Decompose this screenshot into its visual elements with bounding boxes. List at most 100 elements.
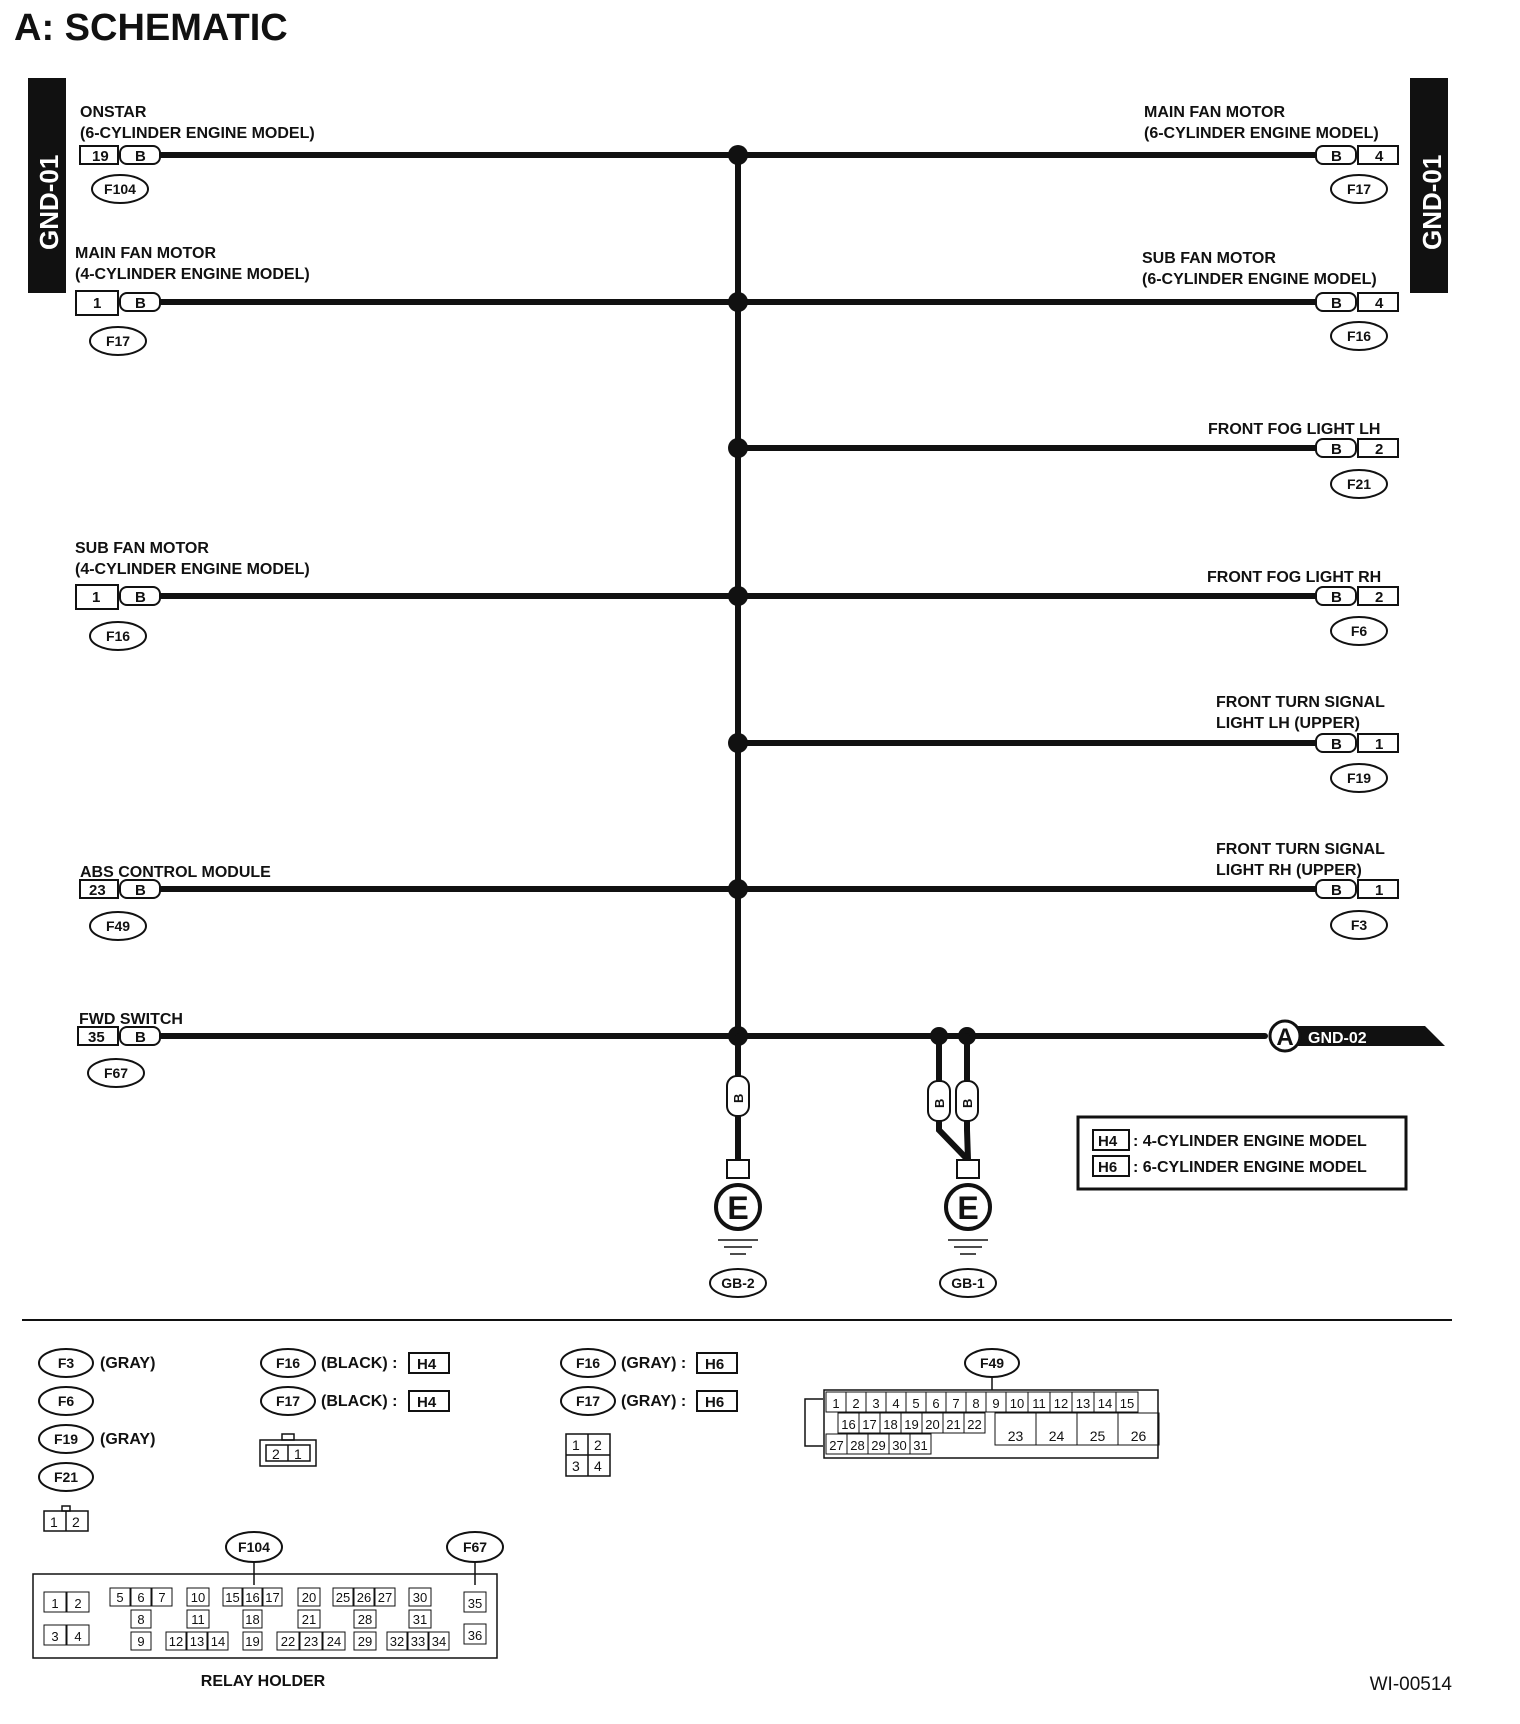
connector-name: SUB FAN MOTOR (75, 540, 209, 557)
left-side-tab-label: GND-01 (34, 155, 64, 250)
connector-id: F16 (106, 628, 130, 644)
connector-name: MAIN FAN MOTOR (75, 245, 216, 262)
pin-number: 25 (336, 1590, 350, 1605)
pin-number: 32 (390, 1634, 404, 1649)
connector-id: F104 (104, 181, 136, 197)
pin-cell (276, 1631, 300, 1651)
legend-text: : 4-CYLINDER ENGINE MODEL (1133, 1133, 1367, 1150)
wire-color: B (135, 295, 146, 312)
key-connector-id: F16 (576, 1355, 600, 1371)
connector-key-group-1: F3 (GRAY) F6 F19 (GRAY) F21 1 2 (38, 1348, 155, 1532)
connector-name: FWD SWITCH (79, 1011, 183, 1028)
key-pin: 1 (50, 1514, 58, 1530)
pin-number: 26 (1131, 1428, 1147, 1444)
connector-id: F19 (1347, 770, 1371, 786)
pin-cell (186, 1631, 208, 1651)
key-pin: 2 (594, 1437, 602, 1453)
pin-cell (963, 1412, 986, 1434)
pin-number: 28 (358, 1612, 372, 1627)
pin-cell (463, 1623, 487, 1645)
pin-number: 10 (191, 1590, 205, 1605)
pin-cell (130, 1631, 152, 1651)
pin-cell (408, 1587, 432, 1607)
connector-pin: 1 (1375, 882, 1383, 899)
pin-number: 30 (892, 1438, 906, 1453)
ground-wire-color: B (731, 1094, 746, 1103)
ground-wire-color: B (932, 1099, 947, 1108)
pin-cell (109, 1587, 131, 1607)
pin-number: 30 (413, 1590, 427, 1605)
wire-color: B (1331, 736, 1342, 753)
key-pin: 2 (272, 1446, 280, 1462)
wire-color: B (135, 148, 146, 165)
pin-number: 5 (116, 1590, 123, 1605)
pin-number: 10 (1010, 1396, 1024, 1411)
connector-id: F6 (1351, 623, 1368, 639)
pin-number: 26 (357, 1590, 371, 1605)
pin-cell (909, 1433, 932, 1455)
connector-main-fan-motor-6cyl-f17: MAIN FAN MOTOR (6-CYLINDER ENGINE MODEL)… (1144, 104, 1399, 204)
pin-cell (353, 1587, 375, 1607)
wire-color: B (1331, 882, 1342, 899)
pin-number: 22 (967, 1417, 981, 1432)
wire-color: B (1331, 148, 1342, 165)
pin-cell (43, 1591, 67, 1613)
pin-number: 13 (190, 1634, 204, 1649)
pin-number: 9 (992, 1396, 999, 1411)
connector-name-detail: (4-CYLINDER ENGINE MODEL) (75, 266, 310, 283)
connector-pin: 23 (89, 882, 106, 899)
pin-cell (374, 1587, 396, 1607)
pin-cell (66, 1624, 90, 1646)
pin-number: 1 (832, 1396, 839, 1411)
ground-symbol: E (727, 1190, 748, 1226)
pin-number: 2 (74, 1596, 81, 1611)
pin-number: 25 (1090, 1428, 1106, 1444)
wire-color: B (135, 589, 146, 606)
pin-number: 22 (281, 1634, 295, 1649)
connector-id: F3 (1351, 917, 1368, 933)
wire-color: B (1331, 589, 1342, 606)
key-connector-id: F49 (980, 1355, 1004, 1371)
pin-cell (322, 1631, 346, 1651)
pin-number: 15 (1120, 1396, 1134, 1411)
connector-pin: 19 (92, 148, 109, 165)
ground-symbol: E (957, 1190, 978, 1226)
connector-id: F16 (1347, 328, 1371, 344)
connector-sub-fan-motor-6cyl-f16: SUB FAN MOTOR (6-CYLINDER ENGINE MODEL) … (1142, 250, 1399, 351)
pin-number: 8 (972, 1396, 979, 1411)
pin-cell (1117, 1412, 1160, 1446)
key-code: H4 (417, 1394, 437, 1411)
pin-cell (1115, 1391, 1139, 1413)
connector-front-turn-signal-rh-f3: FRONT TURN SIGNAL LIGHT RH (UPPER) B 1 F… (1216, 841, 1399, 940)
pin-number: 3 (51, 1629, 58, 1644)
pin-cell (151, 1587, 173, 1607)
pin-number: 28 (850, 1438, 864, 1453)
pin-number: 14 (1098, 1396, 1112, 1411)
pin-cell (186, 1609, 210, 1629)
key-connector-note: (GRAY) : (621, 1393, 686, 1410)
key-connector-id: F21 (54, 1469, 78, 1485)
pin-number: 35 (468, 1596, 482, 1611)
pin-number: 23 (1008, 1428, 1024, 1444)
right-side-tab: GND-01 (1410, 78, 1448, 293)
pin-number: 34 (432, 1634, 446, 1649)
wire-color: B (1331, 441, 1342, 458)
connector-name-detail: (6-CYLINDER ENGINE MODEL) (1144, 125, 1379, 142)
connector-id: F17 (106, 333, 130, 349)
continuation-label: GND-02 (1308, 1030, 1367, 1047)
relay-connector-id: F67 (463, 1539, 487, 1555)
pin-cell (297, 1609, 321, 1629)
pin-number: 3 (872, 1396, 879, 1411)
key-pin: 1 (572, 1437, 580, 1453)
key-connector-id: F17 (576, 1393, 600, 1409)
pin-number: 24 (327, 1634, 341, 1649)
pin-number: 6 (137, 1590, 144, 1605)
page-title: A: SCHEMATIC (14, 7, 288, 49)
continuation-gnd-02: A GND-02 (1268, 1019, 1445, 1053)
pin-number: 31 (913, 1438, 927, 1453)
engine-model-legend: H4 : 4-CYLINDER ENGINE MODEL H6 : 6-CYLI… (1076, 1115, 1408, 1191)
pin-number: 27 (378, 1590, 392, 1605)
pin-number: 27 (829, 1438, 843, 1453)
